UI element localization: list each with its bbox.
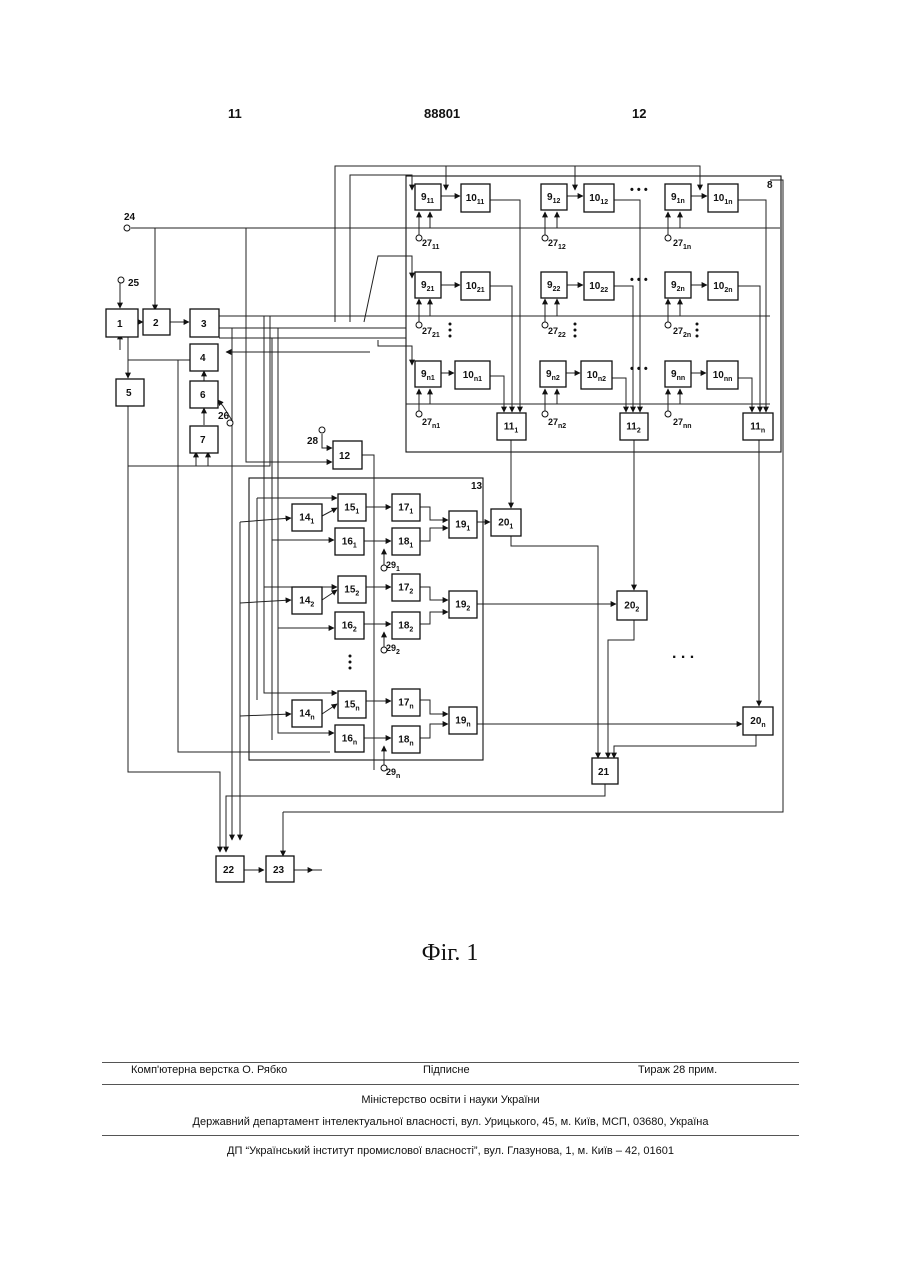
block-21-label: 21 [598, 767, 610, 778]
frame-8 [406, 176, 781, 452]
terminal-27-2n-label: 272n [673, 326, 691, 339]
block-5-label: 5 [126, 388, 132, 399]
block-9-11 [415, 184, 441, 210]
terminal-27-21-label: 2721 [422, 326, 440, 339]
block-1-label: 1 [117, 319, 123, 330]
footer-rule-2 [102, 1084, 799, 1085]
ellipsis-row-1: • • • [630, 184, 648, 196]
frame-8-label: 8 [767, 180, 773, 191]
terminal-29-2-label: 292 [386, 643, 400, 656]
terminal-27-12-label: 2712 [548, 238, 566, 251]
terminal-27-n1-label: 27n1 [422, 417, 440, 430]
block-2-label: 2 [153, 318, 159, 329]
terminal-27-1n-label: 271n [673, 238, 691, 251]
ellipsis-row-n: • • • [630, 363, 648, 375]
block-9-n1 [415, 361, 441, 387]
block-diagram: 8 13 [0, 0, 900, 920]
terminal-24-label: 24 [124, 212, 136, 223]
block-6-label: 6 [200, 390, 206, 401]
block-9-2n [665, 272, 691, 298]
block-9-n2 [540, 361, 566, 387]
block-9-1n [665, 184, 691, 210]
block-23-label: 23 [273, 865, 285, 876]
footer-signed: Підписне [423, 1064, 470, 1076]
figure-caption: Фіг. 1 [0, 940, 900, 967]
footer-ministry: Міністерство освіти і науки України [102, 1094, 799, 1106]
subscripted-blocks: 9111011912101291n101n9211021922102292n10… [292, 184, 773, 753]
footer-circulation: Тираж 28 прим. [638, 1064, 717, 1076]
block-12-label: 12 [339, 451, 351, 462]
block-7-label: 7 [200, 435, 206, 446]
block-9-nn [665, 361, 691, 387]
frame-13-label: 13 [471, 481, 483, 492]
block-4-label: 4 [200, 353, 206, 364]
ellipsis-diagonal: . . . [672, 645, 694, 662]
block-22-label: 22 [223, 865, 235, 876]
block-9-22 [541, 272, 567, 298]
footer-rule-3 [102, 1135, 799, 1136]
block-3-label: 3 [201, 319, 207, 330]
terminal-27-nn-label: 27nn [673, 417, 692, 430]
terminal-labels: 2711 2712 271n 2721 2722 272n 27n1 27n2 27nn 291 2… [386, 238, 692, 780]
terminal-29-1-label: 291 [386, 560, 400, 573]
footer-rule-1 [102, 1062, 799, 1063]
footer-layout: Комп'ютерна верстка О. Рябко [131, 1064, 287, 1076]
terminal-25-label: 25 [128, 278, 140, 289]
block-9-12 [541, 184, 567, 210]
ellipsis-row-2: • • • [630, 274, 648, 286]
terminal-28-label: 28 [307, 436, 319, 447]
terminal-27-11-label: 2711 [422, 238, 440, 251]
block-9-21 [415, 272, 441, 298]
terminal-29-n-label: 29n [386, 767, 400, 780]
terminal-27-22-label: 2722 [548, 326, 566, 339]
footer-institute: ДП “Український інститут промислової вла… [102, 1145, 799, 1157]
terminal-27-n2-label: 27n2 [548, 417, 566, 430]
terminal-26-label: 26 [218, 411, 230, 422]
footer-department: Державний департамент інтелектуальної вл… [102, 1116, 799, 1128]
